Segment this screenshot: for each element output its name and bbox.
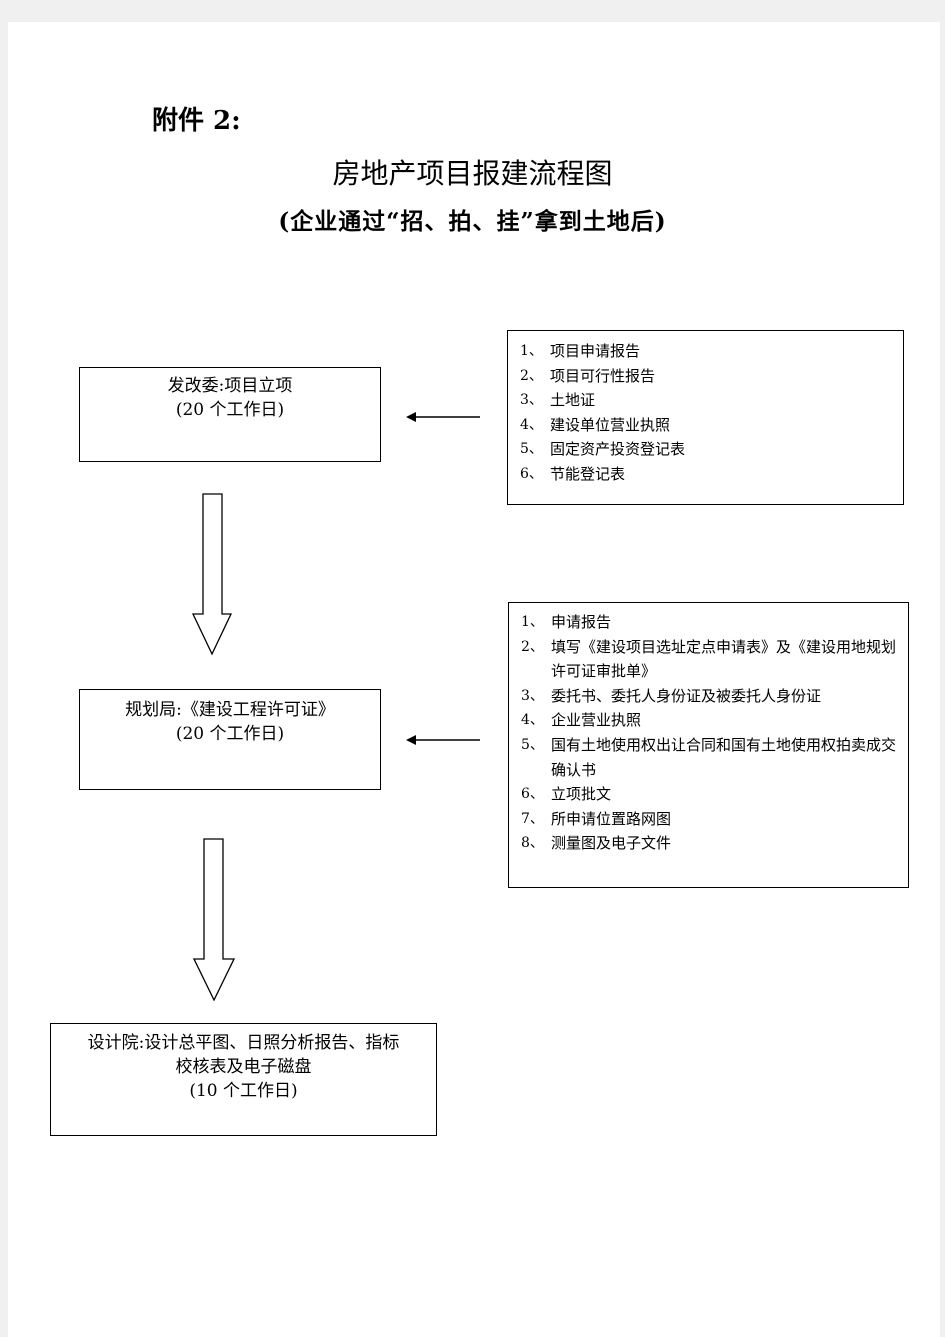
item-text: 固定资产投资登记表 — [550, 440, 686, 459]
list-item: 4、建设单位营业执照 — [520, 413, 893, 438]
stage-box-project-approval: 发改委:项目立项 (20 个工作日) — [79, 367, 381, 462]
down-arrow — [192, 838, 236, 1002]
list-item: 6、节能登记表 — [520, 462, 893, 487]
stage-line: 设计院:设计总平图、日照分析报告、指标 — [87, 1033, 400, 1053]
item-text: 申请报告 — [551, 613, 612, 631]
list-item: 7、所申请位置路网图 — [521, 807, 898, 832]
list-item: 8、测量图及电子文件 — [521, 831, 898, 856]
stage-line: (20 个工作日) — [175, 724, 285, 744]
item-number: 4、 — [521, 712, 544, 729]
stage-line: (10 个工作日) — [189, 1081, 298, 1101]
list-item: 3、委托书、委托人身份证及被委托人身份证 — [521, 684, 898, 709]
item-number: 7、 — [521, 810, 544, 827]
stage-line: 规划局:《建设工程许可证》 — [125, 700, 335, 720]
list-item: 2、项目可行性报告 — [520, 364, 893, 389]
item-text: 国有土地使用权出让合同和国有土地使用权拍卖成交确认书 — [551, 735, 897, 779]
item-text: 所申请位置路网图 — [551, 809, 672, 828]
requirements-box-project-approval: 1、项目申请报告 2、项目可行性报告 3、土地证 4、建设单位营业执照 5、固定… — [507, 330, 904, 505]
attachment-label: 附件 2: — [152, 106, 241, 136]
item-number: 1、 — [520, 343, 543, 359]
item-text: 委托书、委托人身份证及被委托人身份证 — [551, 686, 822, 705]
list-item: 3、土地证 — [520, 388, 893, 413]
list-item: 4、企业营业执照 — [521, 708, 898, 733]
item-text: 企业营业执照 — [551, 711, 642, 730]
item-number: 6、 — [521, 786, 544, 803]
down-arrow — [191, 493, 233, 656]
item-text: 土地证 — [550, 391, 596, 410]
item-text: 测量图及电子文件 — [551, 834, 672, 853]
list-item: 1、申请报告 — [521, 610, 898, 635]
list-item: 5、国有土地使用权出让合同和国有土地使用权拍卖成交确认书 — [521, 733, 898, 782]
item-text: 项目可行性报告 — [550, 366, 656, 385]
item-number: 3、 — [520, 392, 543, 409]
item-number: 8、 — [521, 835, 544, 852]
list-item: 2、填写《建设项目选址定点申请表》及《建设用地规划许可证审批单》 — [521, 635, 898, 684]
list-item: 1、项目申请报告 — [520, 339, 893, 364]
item-text: 填写《建设项目选址定点申请表》及《建设用地规划许可证审批单》 — [551, 637, 897, 681]
item-number: 5、 — [521, 736, 544, 753]
stage-line: 发改委:项目立项 — [167, 376, 293, 396]
item-text: 项目申请报告 — [550, 342, 641, 360]
requirements-box-planning-bureau: 1、申请报告 2、填写《建设项目选址定点申请表》及《建设用地规划许可证审批单》 … — [508, 602, 909, 888]
item-number: 6、 — [520, 465, 543, 482]
item-number: 5、 — [520, 441, 543, 458]
item-number: 4、 — [520, 416, 543, 433]
stage-line: (20 个工作日) — [175, 400, 285, 420]
page-title: 房地产项目报建流程图 — [332, 157, 613, 190]
stage-box-design-institute: 设计院:设计总平图、日照分析报告、指标 校核表及电子磁盘 (10 个工作日) — [50, 1023, 437, 1136]
item-text: 立项批文 — [551, 785, 612, 804]
list-item: 5、固定资产投资登记表 — [520, 437, 893, 462]
stage-box-planning-bureau: 规划局:《建设工程许可证》 (20 个工作日) — [79, 689, 381, 790]
item-number: 3、 — [521, 687, 544, 704]
left-arrow — [406, 735, 480, 745]
item-text: 节能登记表 — [550, 464, 626, 483]
item-text: 建设单位营业执照 — [550, 415, 671, 434]
left-arrow — [406, 412, 480, 422]
item-number: 2、 — [521, 638, 544, 655]
list-item: 6、立项批文 — [521, 782, 898, 807]
page-subtitle: (企业通过“招、拍、挂”拿到土地后) — [278, 208, 667, 235]
item-number: 2、 — [520, 367, 543, 384]
item-number: 1、 — [521, 614, 544, 630]
stage-line: 校核表及电子磁盘 — [175, 1057, 312, 1077]
